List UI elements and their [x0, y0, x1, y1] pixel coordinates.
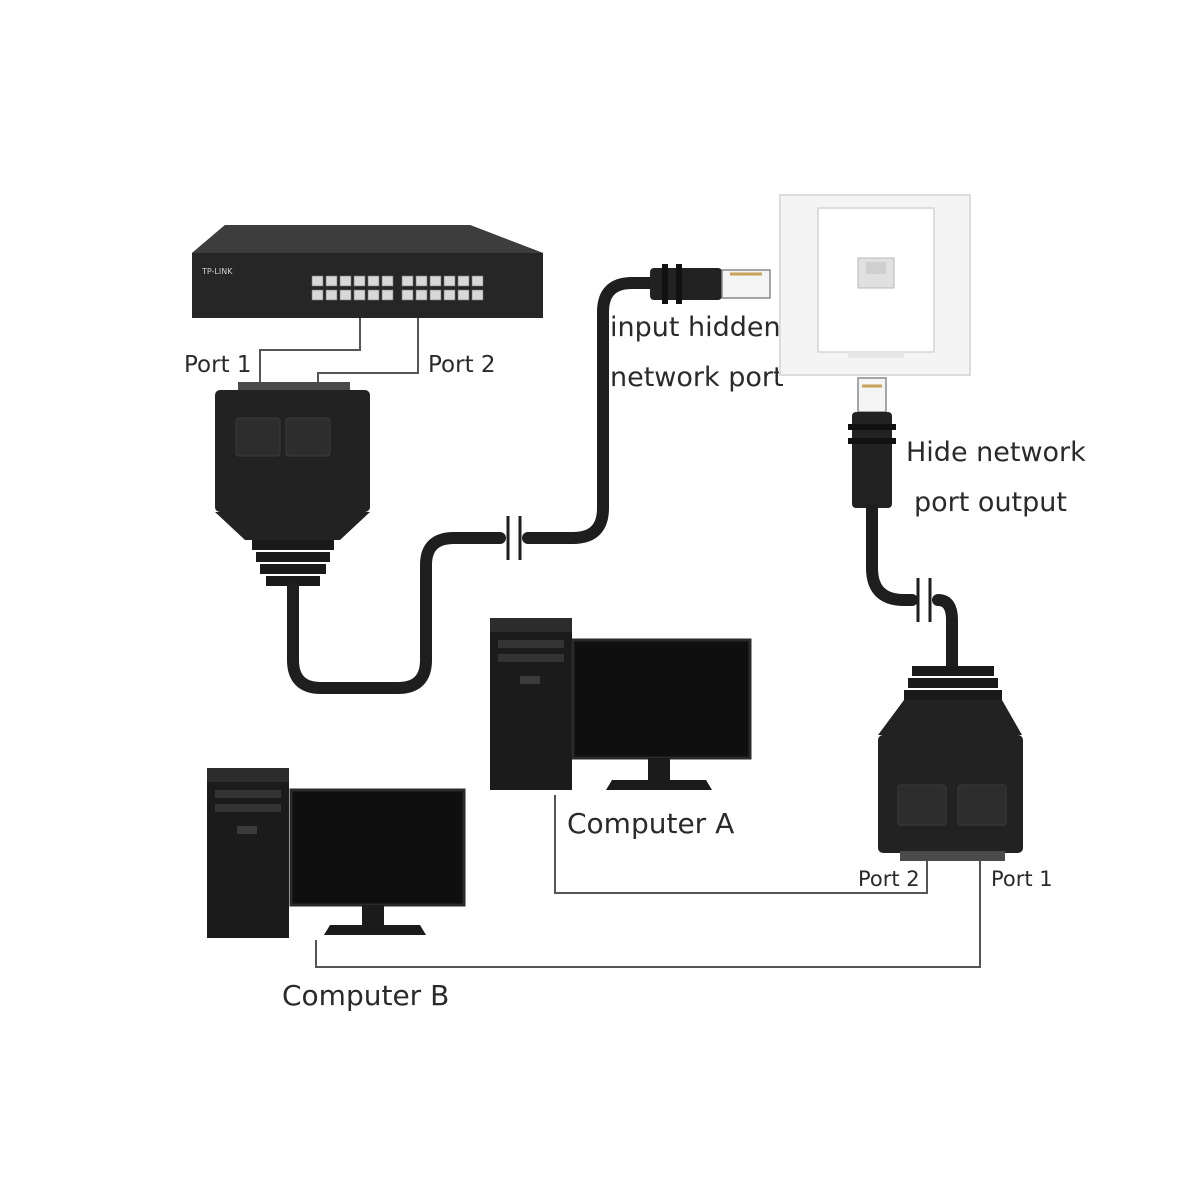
wall-plate: [779, 194, 971, 376]
computer-a-label: Computer A: [567, 807, 734, 840]
computer-b-label: Computer B: [282, 979, 449, 1012]
output-cable: [866, 502, 958, 672]
switch-port: [471, 275, 484, 287]
switch-port: [443, 275, 456, 287]
computer-a-monitor: [571, 638, 752, 790]
cable-break-marker-top: [506, 516, 522, 560]
switch-port: [443, 289, 456, 301]
input-cable: [287, 277, 656, 694]
computer-connection-lines: [315, 795, 981, 968]
input-label-line1: input hidden: [610, 312, 781, 343]
switch-port: [325, 289, 338, 301]
switch-port: [457, 289, 470, 301]
switch-port: [367, 289, 380, 301]
switch-port: [381, 289, 394, 301]
switch-port: [339, 289, 352, 301]
switch-port: [401, 289, 414, 301]
port1-bottom-label: Port 1: [991, 867, 1053, 891]
computer-a: [490, 618, 752, 790]
port1-top-label: Port 1: [184, 352, 252, 378]
splitter-bottom: [878, 666, 1023, 861]
cable-break-marker-bottom: [916, 578, 932, 622]
computer-b: [207, 768, 466, 938]
switch-port: [429, 289, 442, 301]
switch-port: [311, 275, 324, 287]
rj45-plug-output: [848, 377, 896, 508]
switch-port: [401, 275, 414, 287]
switch-port: [311, 289, 324, 301]
rj45-plug-input: [650, 264, 771, 304]
output-label-line1: Hide network: [906, 437, 1086, 468]
splitter-top: [215, 382, 370, 586]
switch-port: [325, 275, 338, 287]
switch-port: [367, 275, 380, 287]
input-label-line2: network port: [610, 362, 784, 393]
switch-port-grid: [311, 275, 484, 301]
computer-a-tower: [490, 618, 572, 790]
switch-port: [415, 289, 428, 301]
computer-b-tower: [207, 768, 289, 938]
switch-port: [353, 289, 366, 301]
switch-port: [415, 275, 428, 287]
switch-port: [429, 275, 442, 287]
switch-port: [381, 275, 394, 287]
port2-bottom-label: Port 2: [858, 867, 920, 891]
port2-top-label: Port 2: [428, 352, 496, 378]
switch-port: [339, 275, 352, 287]
output-label-line2: port output: [914, 487, 1067, 518]
switch-brand: TP-LINK: [201, 267, 233, 276]
switch-connection-lines: [259, 318, 419, 385]
switch-port: [353, 275, 366, 287]
switch-port: [457, 275, 470, 287]
computer-b-monitor: [289, 788, 466, 935]
switch-port: [471, 289, 484, 301]
network-switch: TP-LINK: [192, 225, 543, 318]
